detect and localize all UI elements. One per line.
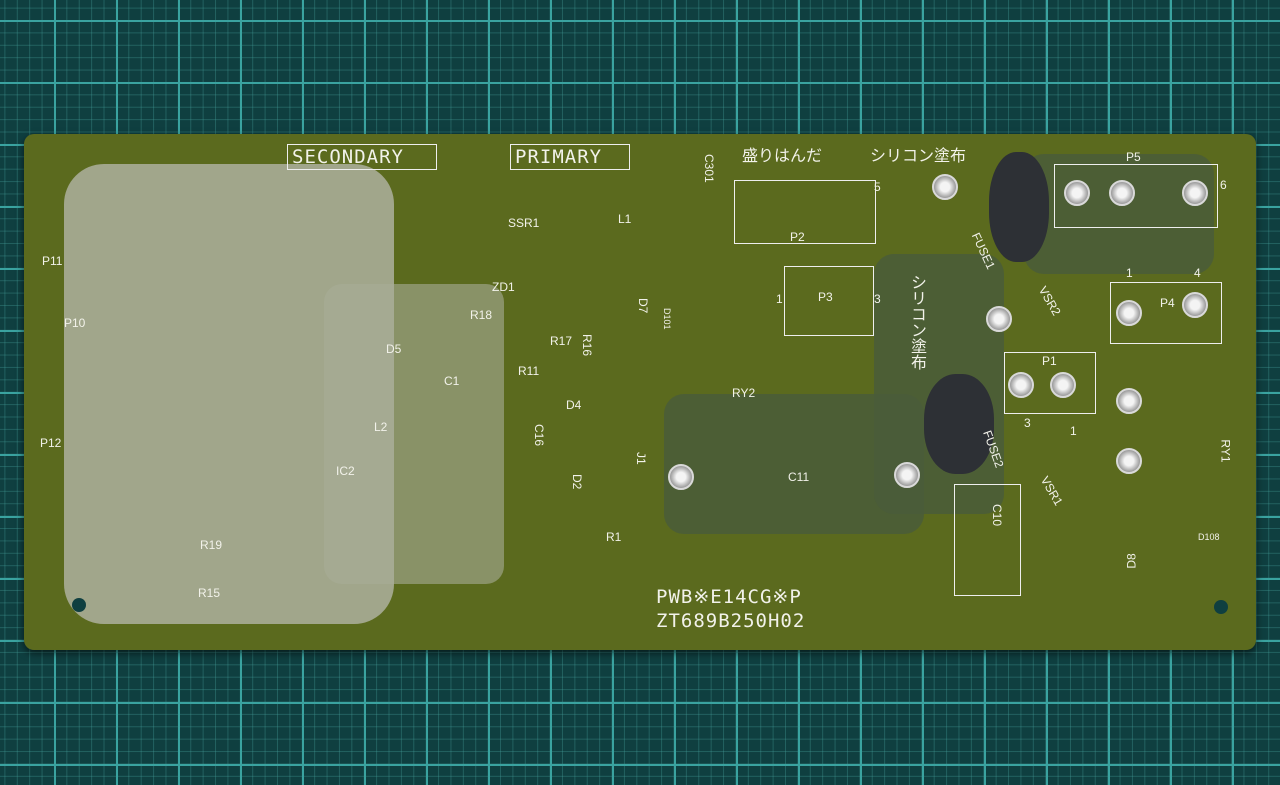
- silk-label: L2: [374, 420, 388, 434]
- silk-label: R19: [200, 538, 223, 552]
- silk-label: RY1: [1218, 439, 1233, 463]
- solder-pad: [1116, 388, 1142, 414]
- silk-label: P4: [1160, 296, 1175, 310]
- silk-secondary: SECONDARY: [292, 146, 404, 168]
- silk-model-number: ZT689B250H02: [656, 610, 806, 632]
- solder-pad: [1116, 300, 1142, 326]
- silk-label: R11: [518, 364, 540, 378]
- silk-label: D7: [636, 298, 650, 314]
- silk-label: D8: [1124, 553, 1139, 569]
- pin-number: 3: [1024, 416, 1031, 430]
- silk-label: C10: [990, 504, 1004, 527]
- silk-label: D101: [662, 308, 672, 330]
- mount-hole: [1214, 600, 1228, 614]
- silk-label: D4: [566, 398, 582, 412]
- silk-label: R15: [198, 586, 221, 600]
- silk-label: C301: [702, 154, 716, 183]
- circuit-board: SECONDARY PRIMARY 盛りはんだ シリコン塗布 シリコン塗布 PW…: [24, 134, 1256, 650]
- pin-number: 1: [1126, 266, 1133, 280]
- silk-label: D5: [386, 342, 402, 356]
- solder-pad: [986, 306, 1012, 332]
- pin-number: 1: [1070, 424, 1077, 438]
- solder-pad: [932, 174, 958, 200]
- silk-box: [1054, 164, 1218, 228]
- pin-number: 6: [1220, 178, 1227, 192]
- silk-label: P2: [790, 230, 805, 244]
- silk-label: J1: [634, 452, 648, 465]
- silk-label: P10: [64, 316, 86, 330]
- silk-label: R16: [580, 334, 594, 357]
- trace-area: [1024, 154, 1214, 274]
- silk-label: C11: [788, 470, 810, 484]
- silk-label: P11: [42, 254, 63, 268]
- solder-pad: [1109, 180, 1135, 206]
- silk-label: P1: [1042, 354, 1057, 368]
- solder-pad: [1182, 292, 1208, 318]
- solder-pad: [894, 462, 920, 488]
- silk-label: ZD1: [492, 280, 515, 294]
- silk-label: R1: [606, 530, 622, 544]
- silk-box: [510, 144, 630, 170]
- silk-label: C1: [444, 374, 460, 388]
- silk-label: L1: [618, 212, 632, 226]
- silk-label: SSR1: [508, 216, 540, 230]
- copper-pour: [324, 284, 504, 584]
- solder-pad: [668, 464, 694, 490]
- silk-part-number: PWB※E14CG※P: [656, 586, 802, 608]
- silk-label: D108: [1198, 532, 1220, 542]
- solder-pad: [1050, 372, 1076, 398]
- silk-label: P3: [818, 290, 833, 304]
- silk-primary: PRIMARY: [515, 146, 603, 168]
- silk-label: P5: [1126, 150, 1141, 164]
- pin-number: 3: [874, 292, 881, 306]
- silk-box: [1004, 352, 1096, 414]
- silk-solder-note: 盛りはんだ: [742, 148, 823, 165]
- silk-box: [734, 180, 876, 244]
- silk-label: P12: [40, 436, 62, 450]
- silk-silicone-note-vertical: シリコン塗布: [908, 274, 925, 370]
- solder-pad: [1116, 448, 1142, 474]
- silk-label: IC2: [336, 464, 355, 478]
- silk-label: D2: [570, 474, 584, 490]
- solder-pad: [1064, 180, 1090, 206]
- silk-label: VSR1: [1037, 473, 1066, 509]
- solder-pad: [1182, 180, 1208, 206]
- silk-label: R18: [470, 308, 493, 322]
- pin-number: 1: [776, 292, 783, 306]
- silk-box: [1110, 282, 1222, 344]
- silicone-blob: [989, 152, 1049, 262]
- solder-pad: [1008, 372, 1034, 398]
- silk-label: VSR2: [1035, 283, 1064, 319]
- silk-label: R17: [550, 334, 573, 348]
- silk-box: [784, 266, 874, 336]
- silk-box: [287, 144, 437, 170]
- silk-label: C16: [532, 424, 546, 447]
- silk-silicone-note: シリコン塗布: [870, 148, 967, 165]
- pin-number: 5: [874, 180, 881, 194]
- silk-box: [954, 484, 1021, 596]
- pin-number: 4: [1194, 266, 1201, 280]
- silicone-blob: [924, 374, 994, 474]
- mount-hole: [72, 598, 86, 612]
- silk-label: RY2: [732, 386, 756, 400]
